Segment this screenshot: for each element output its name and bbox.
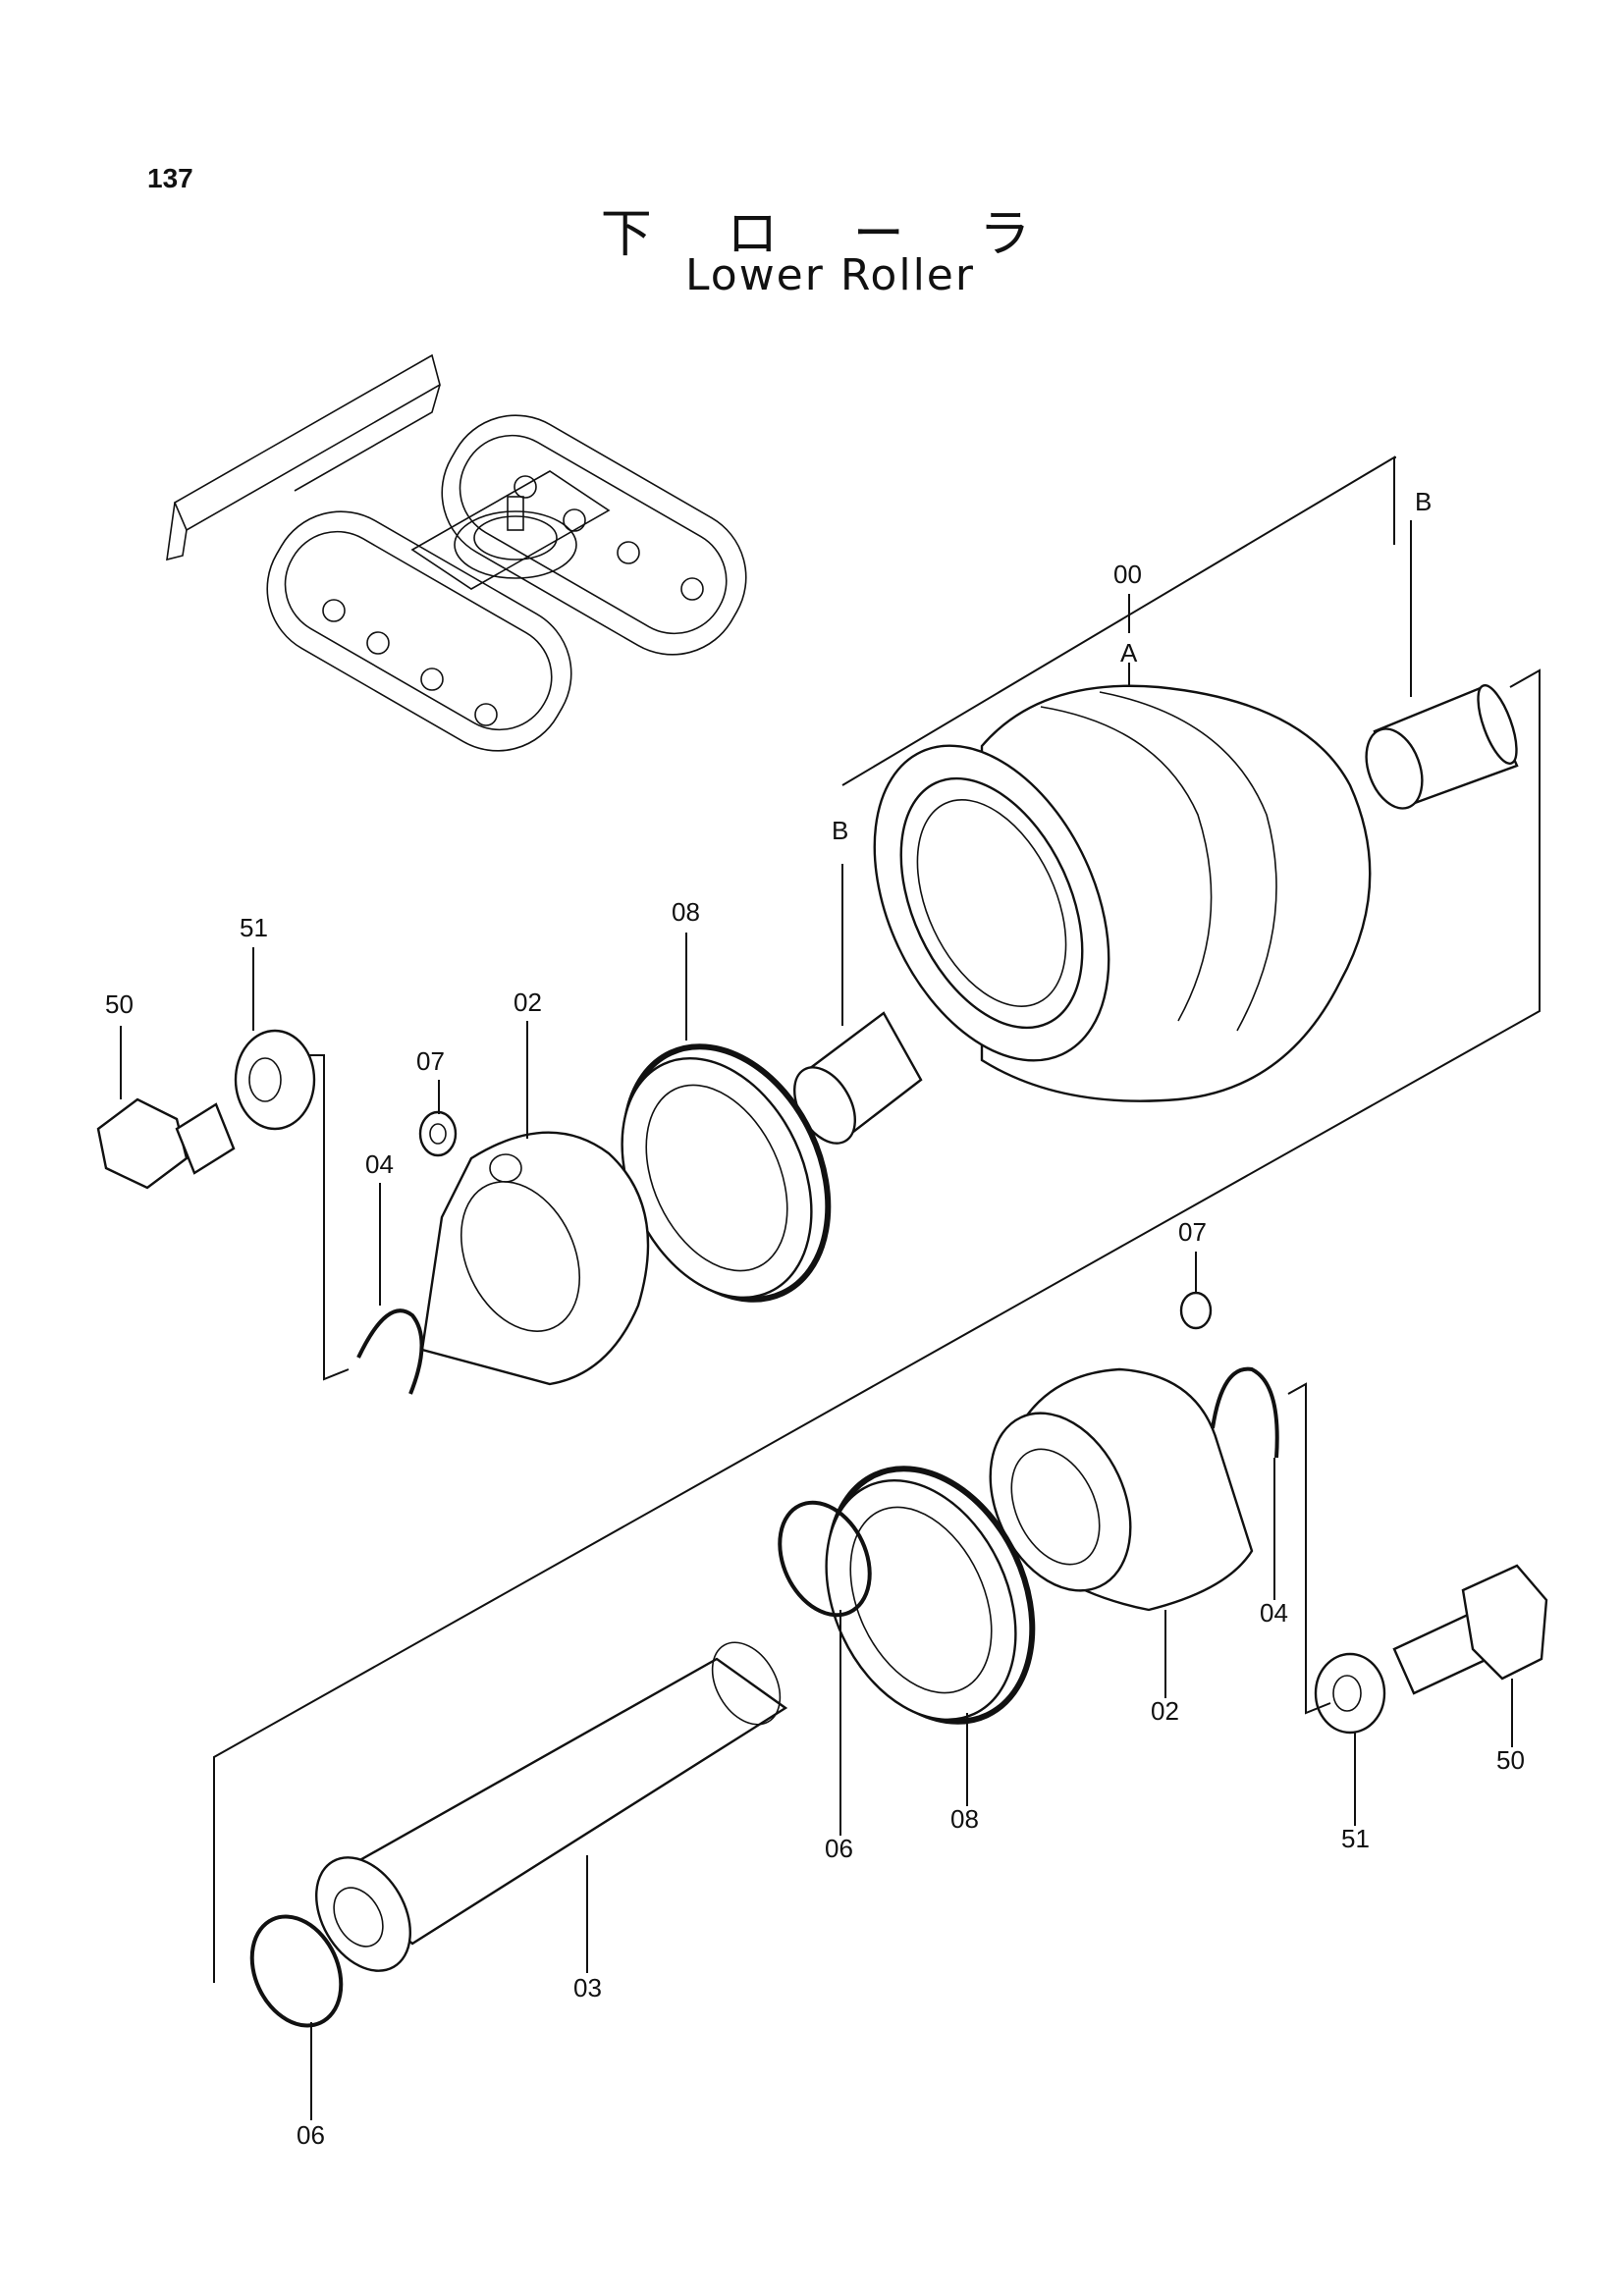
title-japanese: 下 ロ ー ラ <box>600 205 1060 264</box>
assembly-leaders <box>213 455 1541 1983</box>
washer-right <box>1287 1382 1386 1735</box>
label-assy: 00 <box>1113 560 1142 589</box>
label-bushing-left: B <box>832 816 848 845</box>
label-bolt-right: 50 <box>1496 1745 1525 1775</box>
label-floating-seal-right: 08 <box>950 1804 979 1834</box>
part-labels: B 00 A B 51 08 50 02 07 04 07 04 02 50 5… <box>105 487 1525 2150</box>
collar-right <box>989 1367 1254 1612</box>
label-collar-right: 02 <box>1151 1696 1179 1726</box>
label-o-ring-bottom: 06 <box>297 2120 325 2150</box>
bolt-left <box>96 1097 236 1190</box>
label-plug-left: 07 <box>416 1046 445 1076</box>
plug-right <box>1179 1291 1213 1330</box>
bolt-right <box>1392 1564 1548 1695</box>
label-roller: A <box>1120 638 1138 667</box>
collar-left <box>420 1131 650 1386</box>
label-leaders <box>120 597 1513 2120</box>
label-plug-right: 07 <box>1178 1217 1207 1247</box>
plug-left <box>418 1110 458 1157</box>
label-washer-right: 51 <box>1341 1824 1370 1853</box>
label-collar-left: 02 <box>514 988 542 1017</box>
bushing-left <box>793 1011 923 1145</box>
label-retaining-ring-right: 04 <box>1260 1598 1288 1628</box>
page-number: 137 <box>147 163 193 193</box>
label-bushing-top: B <box>1415 487 1432 516</box>
label-o-ring-mid: 06 <box>825 1834 853 1863</box>
retaining-ring-right <box>1211 1366 1279 1459</box>
roller-body <box>873 684 1372 1102</box>
o-ring-mid <box>778 1500 872 1618</box>
label-floating-seal-left: 08 <box>672 897 700 927</box>
bushing-top <box>1365 684 1519 810</box>
retaining-ring-left <box>356 1308 424 1395</box>
shaft <box>315 1641 788 1972</box>
undercarriage-overview <box>166 353 747 752</box>
label-shaft: 03 <box>573 1973 602 2002</box>
title-english: Lower Roller <box>685 250 975 300</box>
label-retaining-ring-left: 04 <box>365 1149 394 1179</box>
floating-seal-right <box>825 1466 1036 1725</box>
label-washer-left: 51 <box>240 913 268 942</box>
o-ring-bottom <box>249 1914 344 2028</box>
washer-left <box>234 1029 350 1381</box>
label-bolt-left: 50 <box>105 989 134 1019</box>
